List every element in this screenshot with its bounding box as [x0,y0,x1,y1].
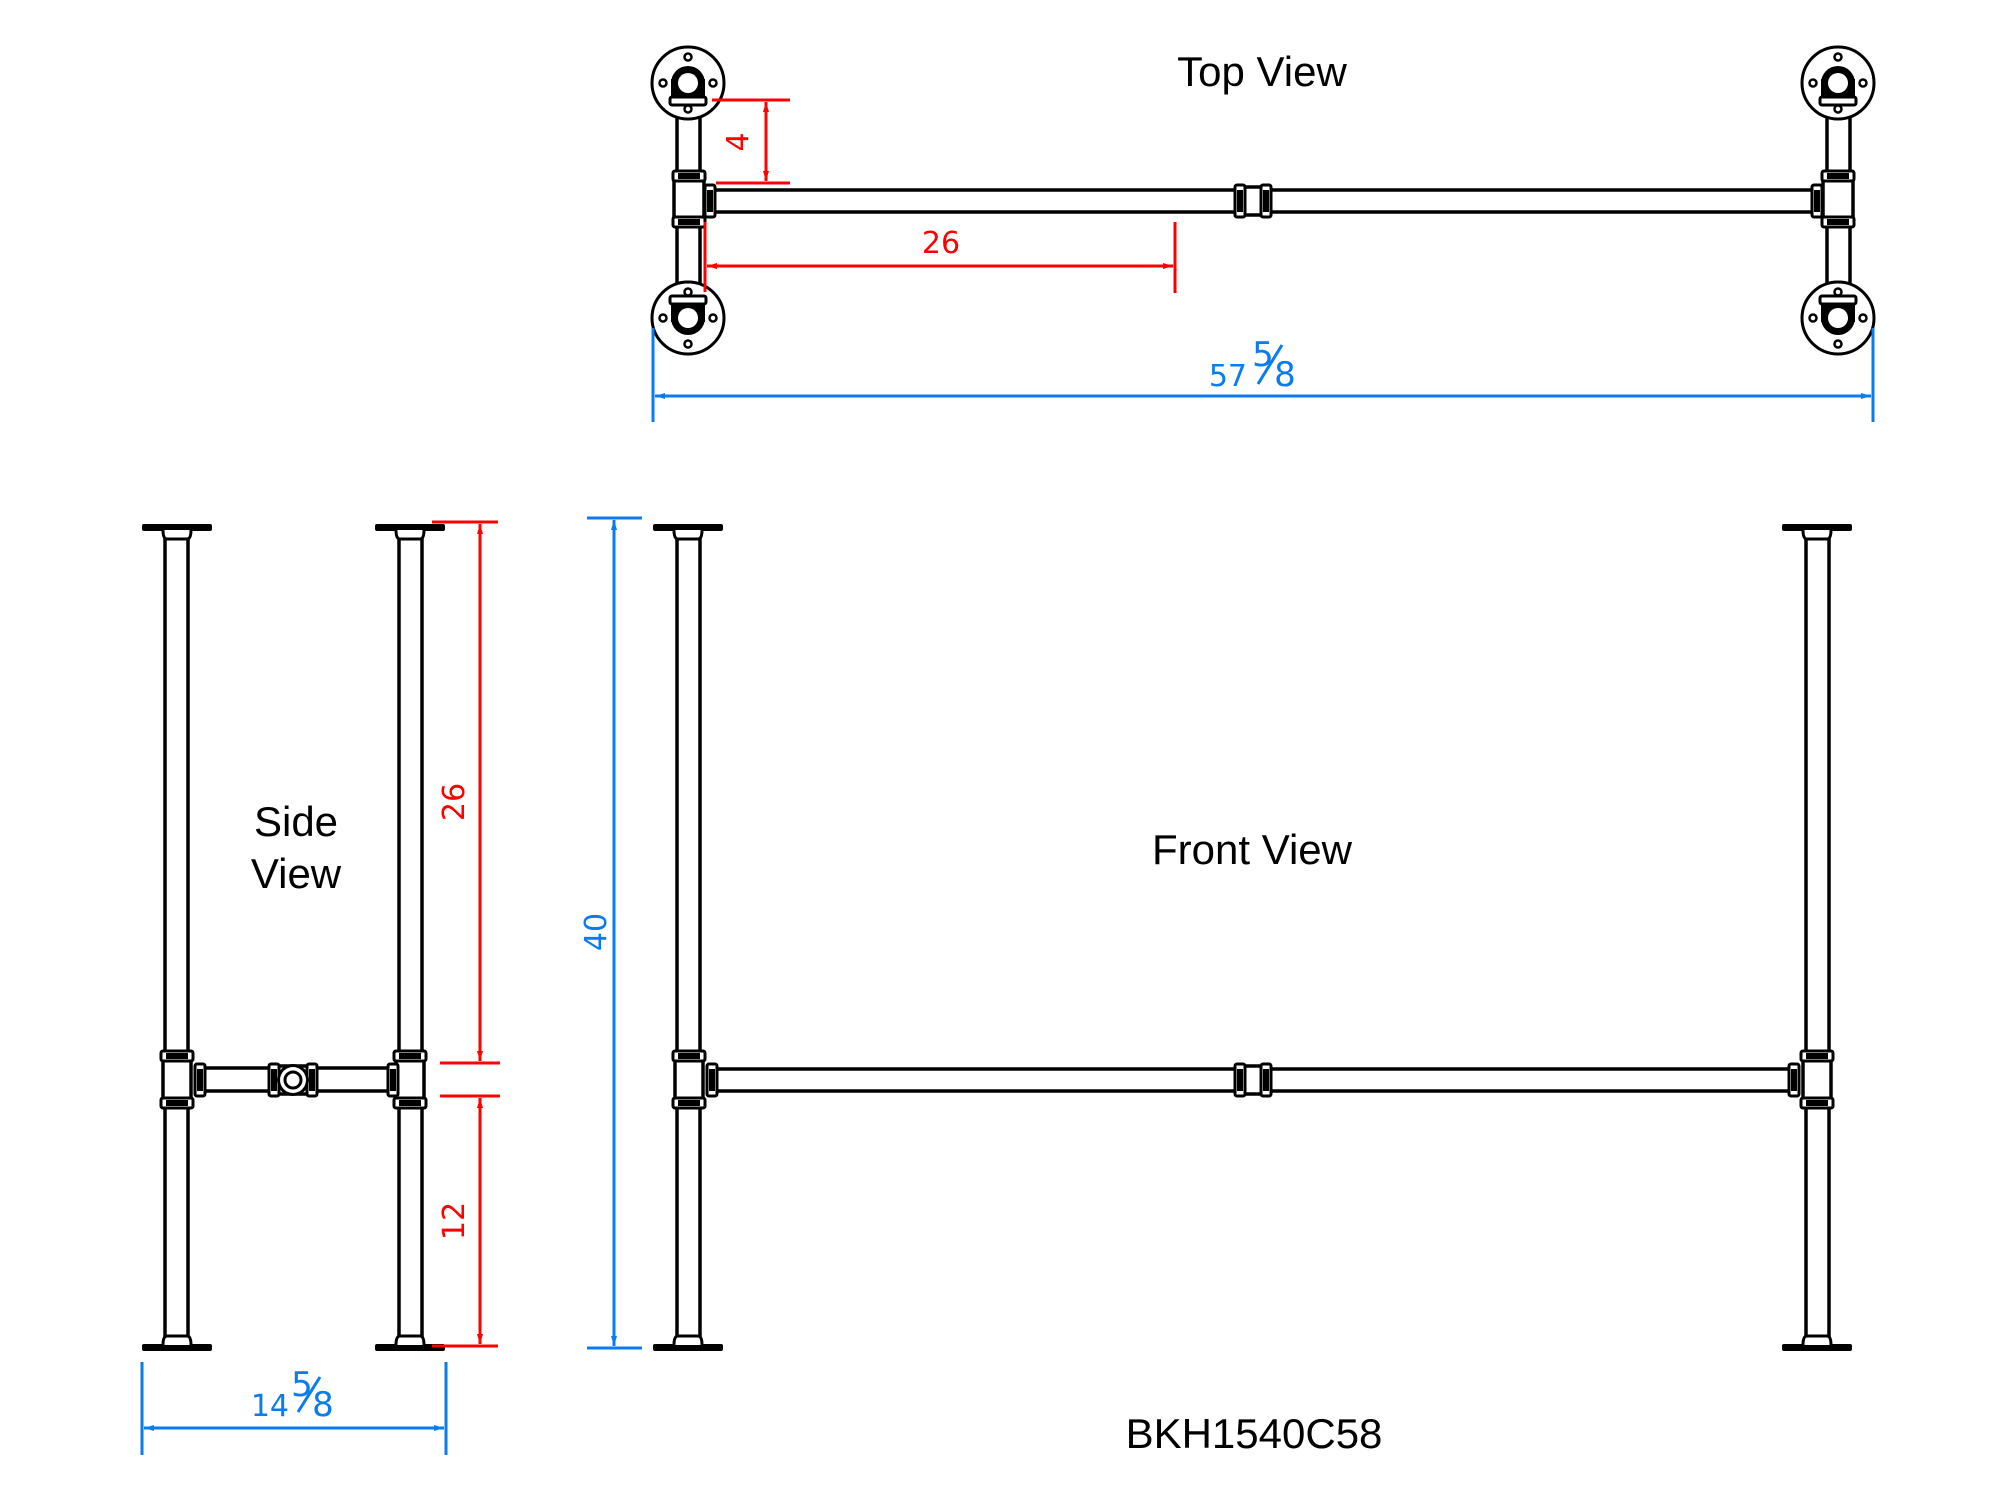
side-center-tee-fitting [267,1062,319,1098]
dimension-top-leg-offset: 4 [712,98,790,185]
dimension-label: 4 [721,132,756,151]
dimension-label: 26 [437,783,472,821]
front-view-title: Front View [1152,826,1353,873]
dimension-label-denominator: 8 [1274,355,1296,395]
front-left-leg-upper [675,526,702,1054]
side-right-tee-fitting [386,1049,428,1110]
top-left-tee-fitting [671,169,717,229]
side-left-leg-upper [163,526,190,1054]
dimension-label-whole: 14 [251,1389,289,1424]
side-view-title-line1: Side [254,798,338,845]
side-left-leg-lower [163,1104,190,1342]
front-view: Front View 40 [579,516,1854,1353]
dimension-label-denominator: 8 [312,1385,334,1425]
front-left-leg-lower [675,1104,702,1342]
side-left-bottom-flange [140,1334,214,1353]
side-view: Side View 26 12 14 5 8 [140,520,500,1455]
flange-bottom-right [1800,280,1876,356]
dimension-side-lower-height: 12 [432,1094,500,1348]
dimension-label: 40 [579,913,614,951]
front-right-bottom-flange [1780,1334,1854,1353]
front-right-top-flange [1780,522,1854,541]
flange-top-left [650,45,726,121]
flange-top-right [1800,45,1876,121]
dimension-label: 26 [922,226,960,261]
side-left-top-flange [140,522,214,541]
dimension-top-crossbar: 26 [703,222,1177,293]
dimension-overall-length: 57 5 8 [651,328,1875,422]
side-right-top-flange [373,522,447,541]
dimension-side-upper-height: 26 [432,520,500,1065]
front-coupling-fitting [1233,1062,1273,1098]
top-coupling-fitting [1233,183,1273,219]
flange-bottom-left [650,280,726,356]
side-left-tee-fitting [159,1049,207,1110]
model-code: BKH1540C58 [1126,1410,1383,1457]
front-right-leg-lower [1804,1104,1831,1342]
front-right-tee-fitting [1787,1049,1835,1110]
dimension-label-numerator: 5 [1252,335,1274,375]
top-view: Top View 4 26 57 5 8 [650,45,1876,422]
front-right-leg-upper [1804,526,1831,1054]
side-view-title-line2: View [251,850,342,897]
front-left-tee-fitting [671,1049,719,1110]
dimension-overall-height: 40 [579,516,642,1350]
front-left-bottom-flange [651,1334,725,1353]
dimension-overall-width: 14 5 8 [140,1362,448,1455]
side-right-leg-lower [397,1104,424,1342]
top-view-title: Top View [1177,48,1347,95]
top-right-tee-fitting [1810,169,1856,229]
side-right-bottom-flange [373,1334,447,1353]
dimension-label-whole: 57 [1209,359,1247,394]
dimension-label: 12 [437,1202,472,1240]
front-left-top-flange [651,522,725,541]
side-right-leg-upper [397,526,424,1054]
dimension-label-numerator: 5 [291,1365,313,1405]
